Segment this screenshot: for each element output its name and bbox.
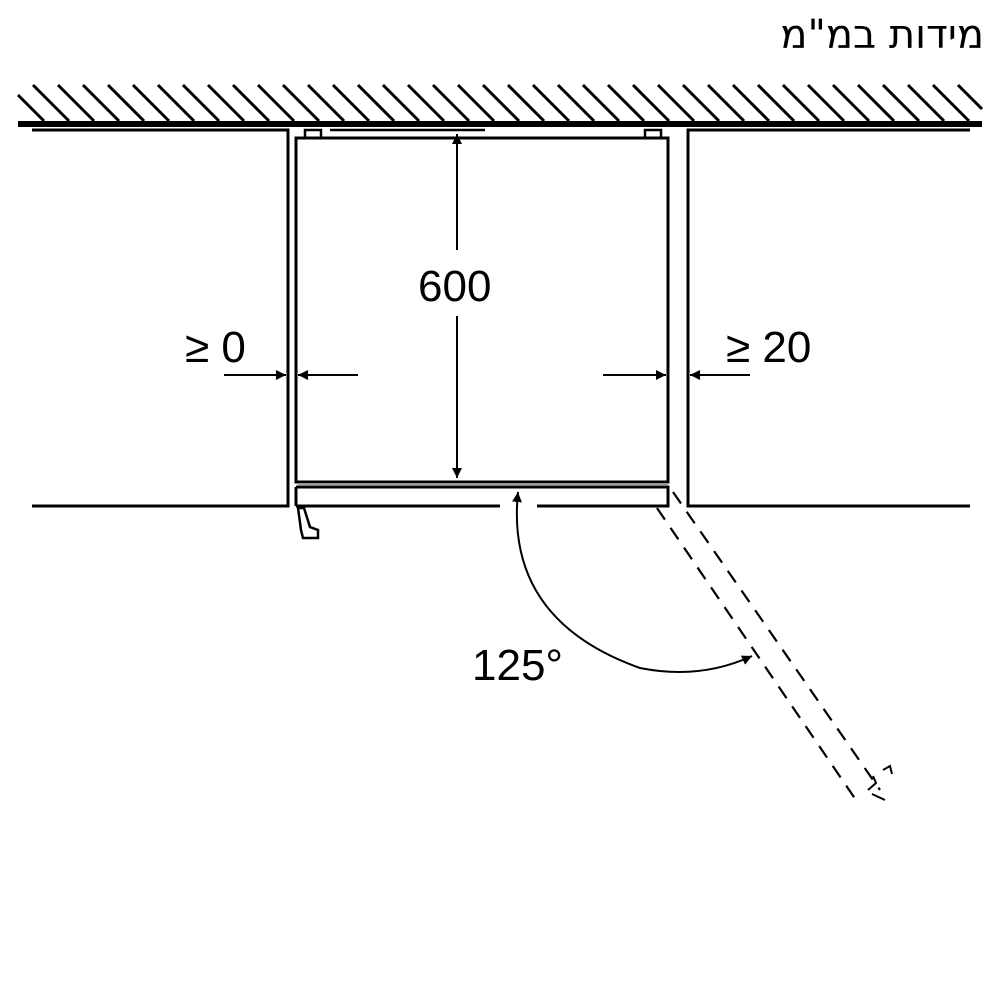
cabinet-right: [686, 128, 970, 508]
depth-label: 600: [418, 262, 492, 311]
units-title: מידות במ"מ: [780, 12, 984, 58]
hatched-wall: [16, 83, 984, 127]
door-open-dashed: [656, 491, 893, 804]
appliance-body: [294, 128, 670, 484]
cabinet-left: [32, 128, 290, 508]
door-handle: [296, 506, 320, 540]
right-gap-label: ≥ 20: [726, 323, 812, 372]
door-angle-arc: [512, 491, 753, 673]
door-closed: [294, 483, 670, 508]
left-gap-label: ≥ 0: [185, 323, 246, 372]
door-angle-label: 125°: [472, 641, 564, 690]
